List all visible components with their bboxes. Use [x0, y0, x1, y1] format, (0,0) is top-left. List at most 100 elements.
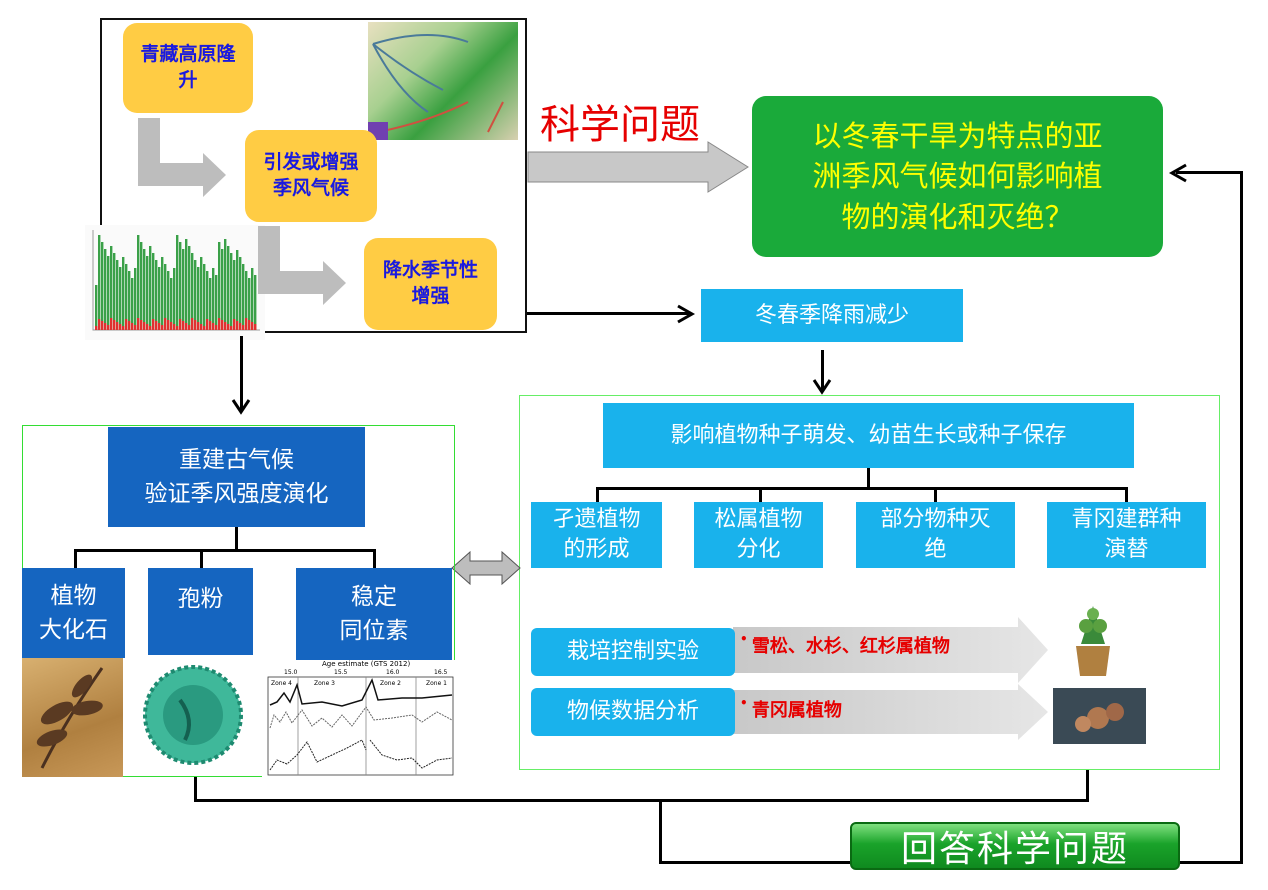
pollen-box: 孢粉: [148, 568, 253, 655]
wet-season-bar: [134, 268, 137, 330]
wet-season-bar: [203, 264, 206, 330]
wet-season-bar: [200, 257, 203, 330]
dry-season-bar: [104, 323, 107, 330]
feedback-line-top: [1176, 171, 1243, 174]
gray-arrow-2: [258, 226, 346, 305]
dry-season-bar: [218, 318, 221, 330]
tick-label: 16.5: [434, 669, 448, 676]
answer-box: 回答科学问题: [850, 822, 1180, 870]
wet-season-bar: [182, 249, 185, 330]
tree-line-stem: [867, 468, 870, 488]
map-paths: [368, 34, 504, 140]
arrow-head-down-left: [231, 399, 251, 415]
wet-season-bar: [125, 264, 128, 330]
wet-season-bar: [191, 253, 194, 330]
method-arrow-1: [733, 617, 1048, 683]
dry-season-bar: [200, 324, 203, 330]
dry-season-bar: [245, 318, 248, 330]
wet-season-bar: [170, 278, 173, 330]
zone-label: Zone 2: [380, 680, 401, 687]
wet-season-bar: [218, 242, 221, 330]
left-down-line: [240, 336, 243, 410]
wet-season-bar: [185, 239, 188, 330]
wet-season-bar: [131, 278, 134, 330]
dry-season-bar: [101, 321, 104, 330]
isotope-chart-title: Age estimate (GTS 2012): [322, 660, 411, 668]
wet-season-bar: [164, 264, 167, 330]
wet-season-bar: [176, 235, 179, 330]
dry-season-bar: [161, 325, 164, 330]
tibet-map-image: [368, 22, 518, 140]
precipitation-bars: [92, 230, 260, 331]
dry-season-bar: [125, 319, 128, 330]
tick-label: 15.0: [284, 669, 298, 676]
wet-season-bar: [149, 246, 152, 330]
tree-branch: [934, 487, 937, 503]
cultivation-species: • 雪松、水杉、红杉属植物: [740, 632, 950, 658]
phenology-species: • 青冈属植物: [740, 696, 842, 722]
wet-season-bar: [116, 260, 119, 330]
dry-season-bar: [167, 320, 170, 330]
tree-branch: [759, 487, 762, 503]
method-arrow-2: [733, 684, 1048, 740]
dry-season-bar: [248, 320, 251, 330]
dry-season-bar: [158, 323, 161, 330]
pollen-grain-image: [143, 665, 243, 765]
dry-season-bar: [164, 318, 167, 330]
zone-label: Zone 4: [271, 680, 292, 687]
dry-season-bar: [191, 318, 194, 330]
isotope-chart: Age estimate (GTS 2012) 15.0 15.5 16.0 1…: [262, 660, 455, 777]
wet-season-bar: [140, 242, 143, 330]
left-tree-stem: [235, 527, 238, 551]
wet-season-bar: [188, 246, 191, 330]
dry-season-bar: [119, 324, 122, 330]
isotope-box: 稳定 同位素: [296, 568, 452, 660]
dry-season-bar: [215, 325, 218, 330]
wet-season-bar: [227, 246, 230, 330]
arrow-to-rain-line: [527, 312, 689, 315]
potted-plant-image: [1076, 606, 1110, 676]
wet-season-bar: [233, 260, 236, 330]
dry-season-bar: [239, 323, 242, 330]
dry-season-bar: [134, 325, 137, 330]
wet-season-bar: [254, 275, 257, 330]
rain-down-line: [821, 350, 824, 390]
dry-season-bar: [110, 318, 113, 330]
wet-season-bar: [248, 278, 251, 330]
left-tree-branch: [200, 549, 203, 569]
wet-season-bar: [236, 250, 239, 330]
dry-season-bar: [107, 325, 110, 330]
dry-season-bar: [155, 321, 158, 330]
dry-season-bar: [185, 323, 188, 330]
tick-label: 16.0: [386, 669, 400, 676]
rain-decrease-box: 冬春季降雨减少: [701, 289, 963, 342]
dry-season-bar: [233, 319, 236, 330]
wet-season-bar: [158, 267, 161, 330]
dry-season-bar: [173, 324, 176, 330]
outcome-pinus: 松属植物 分化: [694, 502, 823, 568]
double-arrow: [451, 550, 521, 586]
wet-season-bar: [155, 260, 158, 330]
feedback-line-v: [1240, 172, 1243, 863]
wet-season-bar: [230, 253, 233, 330]
question-box: 以冬春干旱为特点的亚 洲季风气候如何影响植 物的演化和灭绝？: [752, 96, 1163, 257]
leaf-fossil-image: [22, 658, 123, 777]
dry-season-bar: [128, 321, 131, 330]
dry-season-bar: [197, 322, 200, 330]
dry-season-bar: [251, 322, 254, 330]
wet-season-bar: [110, 246, 113, 330]
wet-season-bar: [197, 267, 200, 330]
wet-season-bar: [104, 249, 107, 330]
dry-season-bar: [179, 319, 182, 330]
bullet: •: [740, 696, 752, 710]
phenology-species-text: 青冈属植物: [751, 700, 842, 721]
wet-season-bar: [122, 257, 125, 330]
zone-label: Zone 3: [314, 680, 335, 687]
dry-season-bar: [152, 319, 155, 330]
dry-season-bar: [116, 322, 119, 330]
dry-season-bar: [113, 320, 116, 330]
dry-season-bar: [140, 320, 143, 330]
wet-season-bar: [119, 267, 122, 330]
big-gray-arrow: [527, 141, 749, 193]
quercus-photo: [1053, 688, 1146, 744]
